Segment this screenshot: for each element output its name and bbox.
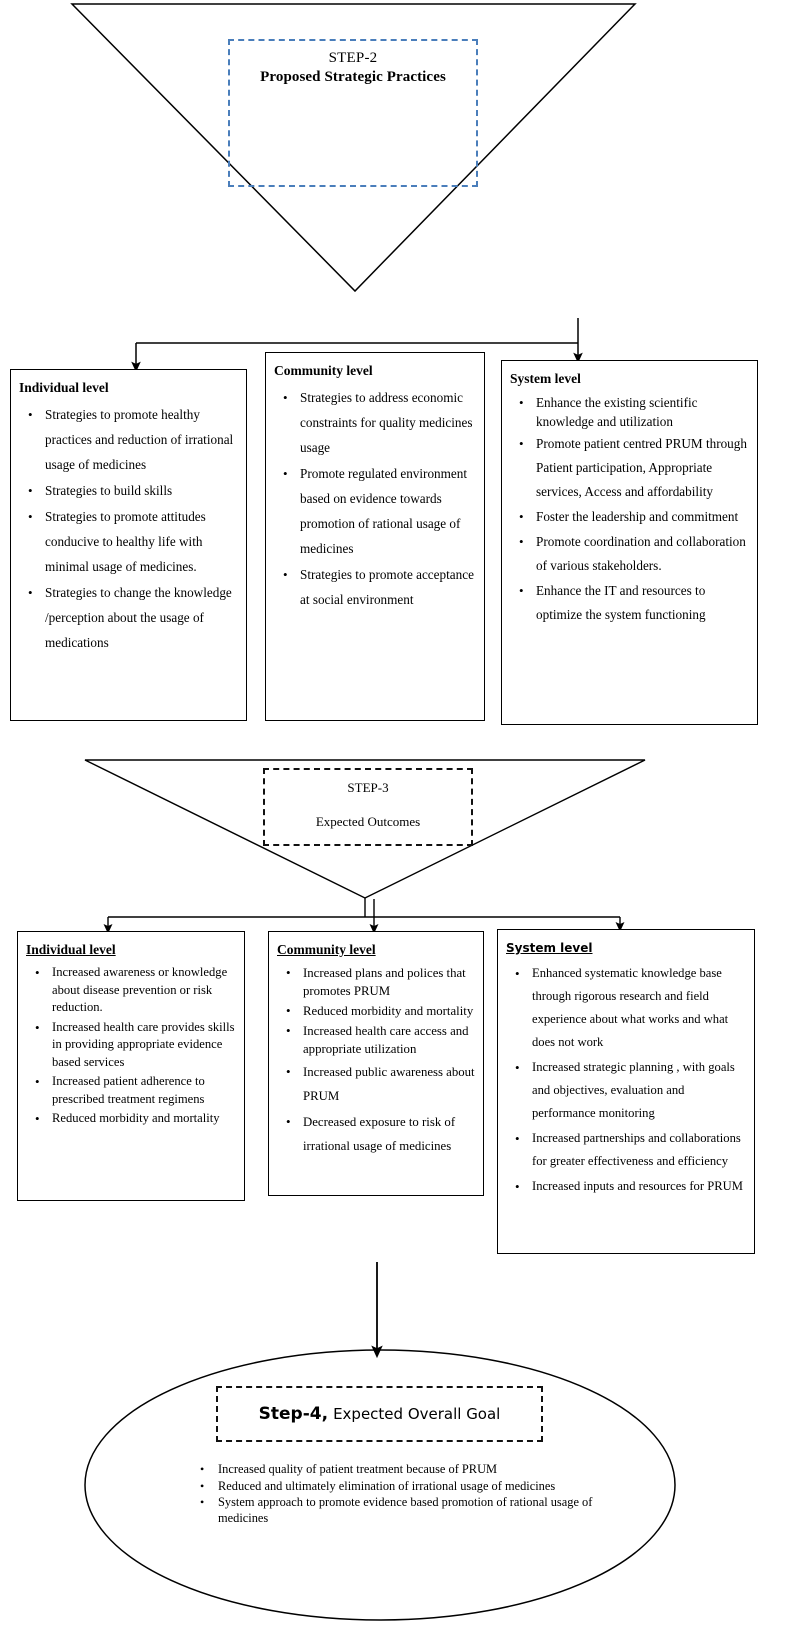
list-item: Strategies to promote attitudes conduciv… [28,504,238,579]
step3-label-box: STEP-3 Expected Outcomes [263,768,473,846]
step2-step-label: STEP-2 [328,50,378,66]
list-item: Strategies to address economic constrain… [283,385,476,460]
practices-system-list: Enhance the existing scientific knowledg… [510,393,749,627]
list-item: Enhance the existing scientific knowledg… [519,393,749,431]
list-item: Enhance the IT and resources to optimize… [519,579,749,627]
list-item: Strategies to build skills [28,478,238,503]
list-item: Increased awareness or knowledge about d… [35,964,236,1017]
list-item: Increased strategic planning , with goal… [515,1056,746,1125]
panel-heading: System level [510,371,581,386]
step4-label-box: Step-4, Expected Overall Goal [216,1386,543,1442]
panel-practices-individual: Individual level Strategies to promote h… [10,369,247,721]
step2-title: Proposed Strategic Practices [260,69,446,85]
practices-individual-list: Strategies to promote healthy practices … [19,402,238,655]
step3-step-label: STEP-3 [347,780,389,795]
panel-outcomes-system: System level Enhanced systematic knowled… [497,929,755,1254]
step2-label-box: STEP-2 Proposed Strategic Practices [228,39,478,187]
practices-community-list: Strategies to address economic constrain… [274,385,476,612]
list-item: Increased health care provides skills in… [35,1019,236,1072]
list-item: Foster the leadership and commitment [519,505,749,529]
outcomes-community-list: Increased plans and polices that promote… [277,964,475,1158]
panel-heading: Individual level [26,942,116,957]
step4-step-label: Step-4, [258,1404,329,1424]
step3-title: Expected Outcomes [315,814,421,829]
list-item: Decreased exposure to risk of irrational… [286,1110,475,1158]
list-item: Increased inputs and resources for PRUM [515,1175,746,1198]
outcomes-individual-list: Increased awareness or knowledge about d… [26,964,236,1128]
panel-outcomes-community: Community level Increased plans and poli… [268,931,484,1196]
panel-practices-community: Community level Strategies to address ec… [265,352,485,721]
panel-practices-system: System level Enhance the existing scient… [501,360,758,725]
list-item: Increased partnerships and collaboration… [515,1127,746,1173]
list-item: Increased quality of patient treatment b… [200,1462,618,1478]
list-item: Enhanced systematic knowledge base throu… [515,962,746,1054]
list-item: Promote coordination and collaboration o… [519,530,749,578]
panel-heading: System level [506,941,593,955]
list-item: Strategies to promote healthy practices … [28,402,238,477]
list-item: Increased patient adherence to prescribe… [35,1073,236,1108]
list-item: Reduced and ultimately elimination of ir… [200,1479,618,1495]
list-item: System approach to promote evidence base… [200,1495,618,1526]
list-item: Reduced morbidity and mortality [35,1110,236,1128]
outcomes-system-list: Enhanced systematic knowledge base throu… [506,962,746,1198]
list-item: Promote patient centred PRUM through Pat… [519,432,749,504]
step4-title: Expected Overall Goal [333,1405,501,1423]
list-item: Increased plans and polices that promote… [286,964,475,1000]
list-item: Increased health care access and appropr… [286,1022,475,1058]
goal-list: Increased quality of patient treatment b… [190,1462,618,1527]
list-item: Strategies to change the knowledge /perc… [28,580,238,655]
panel-outcomes-individual: Individual level Increased awareness or … [17,931,245,1201]
list-item: Reduced morbidity and mortality [286,1002,475,1020]
panel-heading: Community level [274,363,373,378]
panel-heading: Individual level [19,380,109,395]
list-item: Increased public awareness about PRUM [286,1060,475,1108]
list-item: Promote regulated environment based on e… [283,461,476,561]
list-item: Strategies to promote acceptance at soci… [283,562,476,612]
panel-heading: Community level [277,942,376,957]
